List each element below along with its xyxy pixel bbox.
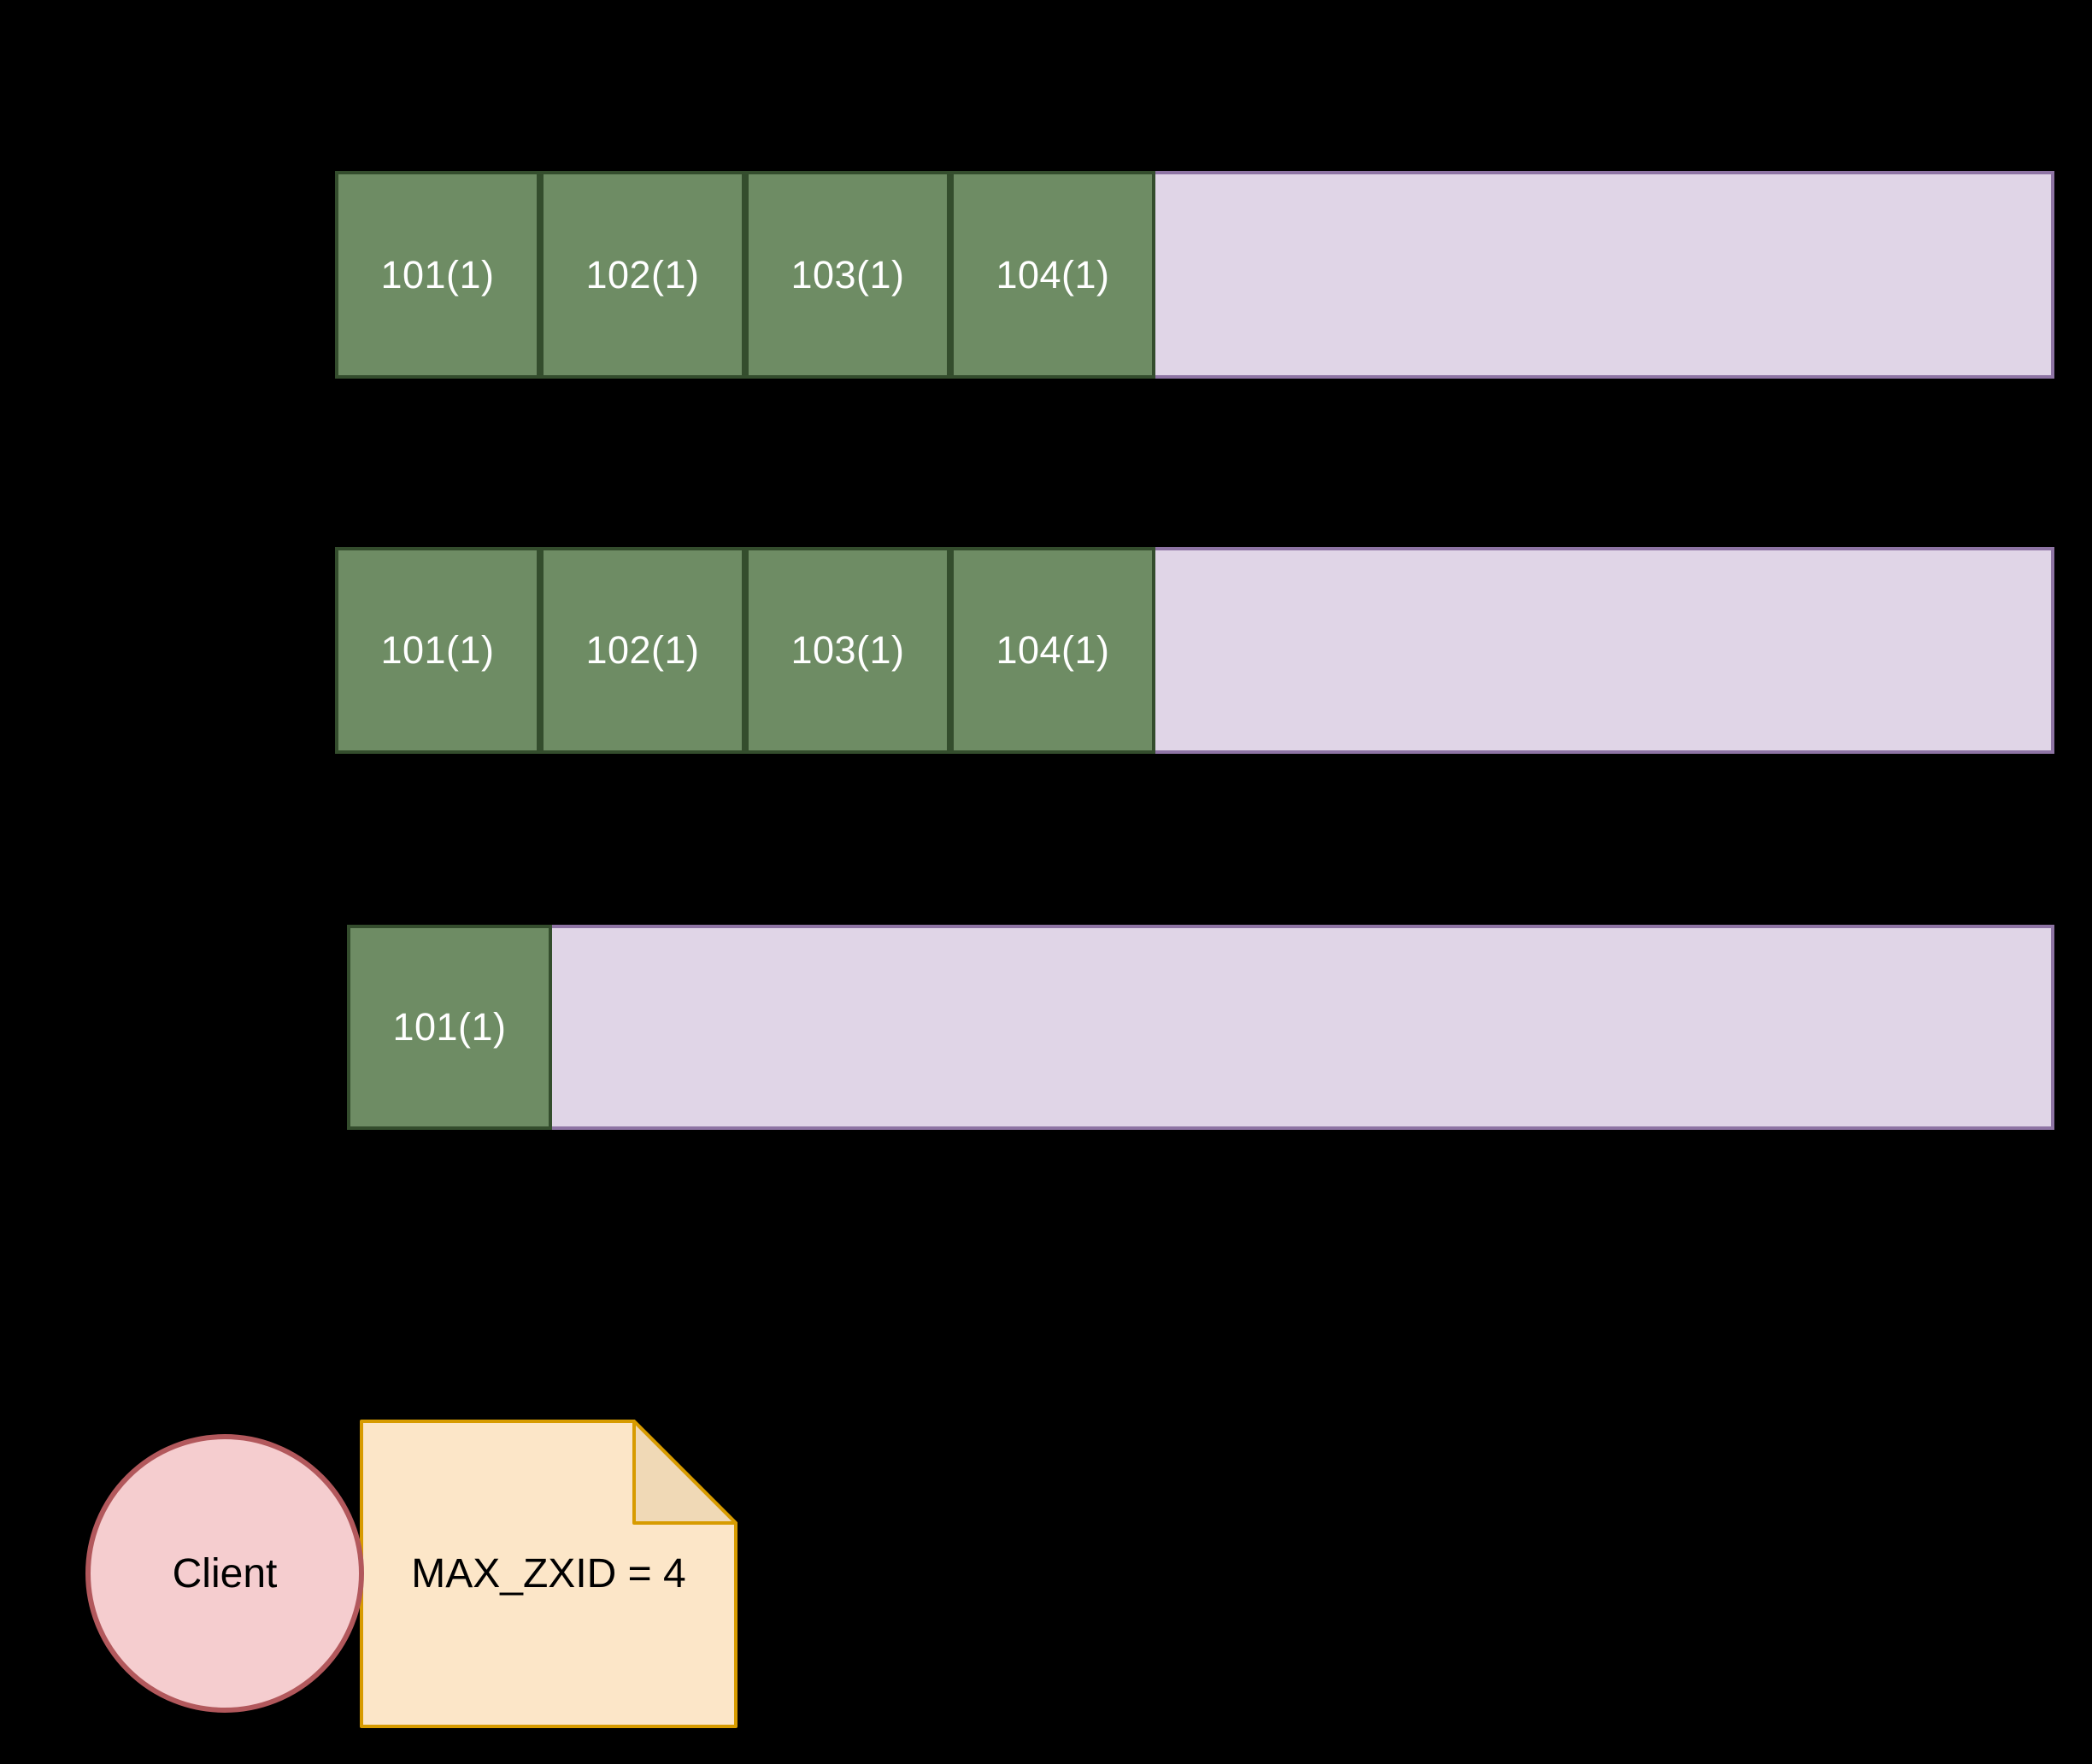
log-entry-cell: 103(1) xyxy=(745,547,950,754)
log-row-3: 101(1) xyxy=(335,925,2054,1130)
log-entry-cell: 101(1) xyxy=(335,171,540,379)
log-entry-cell: 102(1) xyxy=(540,547,745,754)
log-entry-cell: 101(1) xyxy=(347,925,552,1130)
log-entry-label: 101(1) xyxy=(380,628,495,672)
max-zxid-note: MAX_ZXID = 4 xyxy=(360,1420,737,1728)
log-entry-label: 103(1) xyxy=(790,628,905,672)
log-empty-region xyxy=(549,925,2054,1130)
log-entry-label: 102(1) xyxy=(585,252,700,297)
log-entry-cell: 103(1) xyxy=(745,171,950,379)
log-row-1: 101(1) 102(1) 103(1) 104(1) xyxy=(335,171,2054,379)
log-empty-region xyxy=(1152,171,2054,379)
client-label: Client xyxy=(172,1550,278,1596)
client-node: Client xyxy=(85,1434,364,1713)
log-entry-label: 103(1) xyxy=(790,252,905,297)
log-entry-label: 104(1) xyxy=(996,628,1110,672)
note-paper-icon xyxy=(360,1420,737,1728)
log-empty-region xyxy=(1152,547,2054,754)
log-entry-cell: 101(1) xyxy=(335,547,540,754)
log-entry-label: 101(1) xyxy=(380,252,495,297)
log-entry-label: 104(1) xyxy=(996,252,1110,297)
log-entry-cell: 102(1) xyxy=(540,171,745,379)
log-entry-label: 101(1) xyxy=(392,1005,507,1049)
log-entry-cell: 104(1) xyxy=(950,547,1155,754)
log-row-2: 101(1) 102(1) 103(1) 104(1) xyxy=(335,547,2054,754)
max-zxid-label: MAX_ZXID = 4 xyxy=(411,1551,686,1596)
log-entry-cell: 104(1) xyxy=(950,171,1155,379)
log-entry-label: 102(1) xyxy=(585,628,700,672)
